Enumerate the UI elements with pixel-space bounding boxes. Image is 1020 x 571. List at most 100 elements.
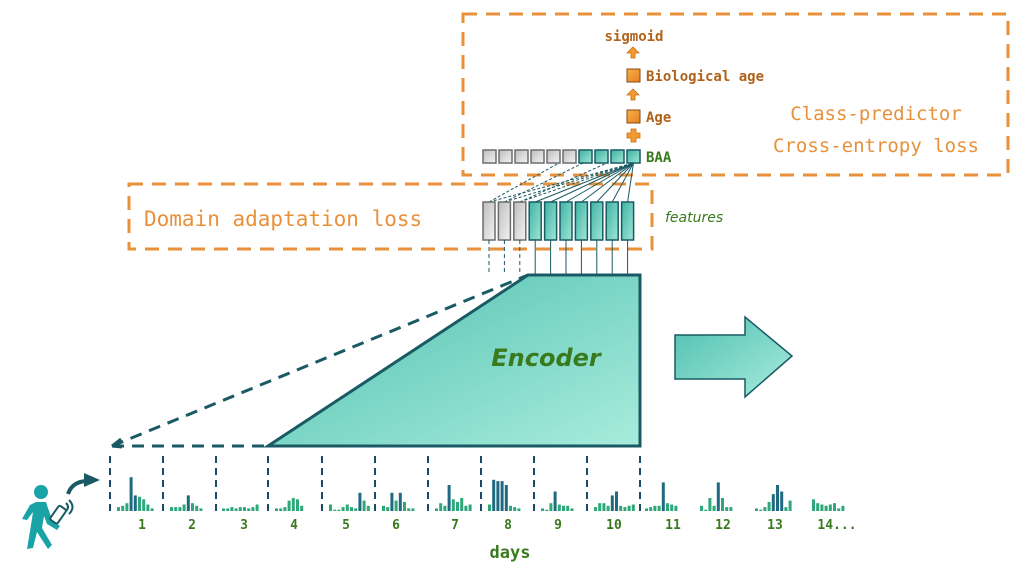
day-label: 9 bbox=[554, 518, 562, 533]
activity-bar bbox=[182, 504, 186, 511]
activity-bar bbox=[366, 505, 370, 511]
activity-bar bbox=[716, 482, 720, 511]
activity-bar bbox=[517, 508, 521, 511]
activity-bar bbox=[700, 505, 703, 511]
activity-bar bbox=[729, 507, 733, 511]
activity-bar bbox=[606, 505, 610, 511]
feature-connection-line bbox=[550, 162, 634, 203]
activity-bar bbox=[513, 507, 517, 511]
feature-connection-line bbox=[519, 162, 634, 203]
activity-bar bbox=[238, 507, 242, 511]
activity-bar bbox=[129, 477, 133, 511]
activity-bar bbox=[354, 508, 358, 511]
domain-adaptation-label: Domain adaptation loss bbox=[144, 207, 422, 231]
encoder-label: Encoder bbox=[491, 344, 603, 372]
activity-bar bbox=[337, 509, 341, 511]
activity-bar bbox=[496, 481, 500, 511]
feature-connection-line bbox=[627, 162, 634, 203]
activity-bar bbox=[619, 505, 623, 511]
class-predictor-box bbox=[461, 12, 1010, 177]
baa-cell-teal bbox=[626, 149, 641, 164]
activity-bar bbox=[837, 508, 841, 511]
biological-age-node bbox=[626, 68, 641, 83]
activity-bar bbox=[195, 505, 199, 511]
activity-bar bbox=[358, 492, 362, 511]
activity-bar bbox=[767, 501, 771, 511]
activity-bar bbox=[230, 507, 234, 511]
sigmoid-label: sigmoid bbox=[604, 29, 663, 45]
activity-bar bbox=[451, 499, 455, 511]
activity-bar bbox=[386, 507, 390, 511]
activity-bar bbox=[570, 508, 574, 511]
class-predictor-title: Class-predictor bbox=[790, 103, 962, 125]
day-label: 10 bbox=[606, 518, 622, 533]
activity-bar bbox=[623, 507, 627, 511]
activity-bar bbox=[602, 503, 606, 511]
baa-cell-gray bbox=[530, 149, 545, 164]
activity-bar bbox=[645, 508, 648, 511]
feature-connection-line bbox=[519, 162, 608, 203]
feature-connection-line bbox=[596, 162, 634, 203]
activity-bar bbox=[247, 508, 251, 511]
activity-bar bbox=[712, 505, 716, 511]
baa-cell-gray bbox=[562, 149, 577, 164]
baa-cell-gray bbox=[498, 149, 513, 164]
activity-bar bbox=[333, 509, 337, 511]
day-label: 6 bbox=[392, 518, 400, 533]
activity-bar bbox=[661, 482, 665, 511]
activity-bar bbox=[615, 491, 618, 511]
activity-bar bbox=[411, 508, 415, 511]
activity-bar bbox=[492, 479, 496, 511]
activity-bar bbox=[291, 498, 295, 511]
activity-bar bbox=[828, 504, 832, 511]
baa-cell-teal bbox=[594, 149, 609, 164]
activity-bar bbox=[287, 500, 291, 511]
activity-bar bbox=[251, 507, 255, 511]
activity-bar bbox=[234, 508, 238, 511]
feature-cell-teal bbox=[620, 201, 635, 241]
activity-bar bbox=[142, 499, 146, 511]
arrow-up-icon bbox=[626, 46, 640, 59]
activity-bar bbox=[199, 508, 203, 511]
activity-bar bbox=[566, 505, 570, 511]
activity-bar bbox=[146, 504, 150, 511]
activity-bar bbox=[816, 503, 820, 511]
activity-bar bbox=[300, 505, 304, 511]
activity-bar bbox=[350, 507, 353, 511]
baa-cell-teal bbox=[578, 149, 593, 164]
day-label: 2 bbox=[188, 518, 196, 533]
day-label: 4 bbox=[290, 518, 298, 533]
baa-cell-gray bbox=[482, 149, 497, 164]
feature-connection-line bbox=[488, 162, 560, 203]
feature-connection-line bbox=[611, 162, 634, 203]
activity-bar bbox=[279, 508, 283, 511]
activity-bar bbox=[841, 505, 845, 511]
activity-bar bbox=[704, 509, 708, 511]
age-node bbox=[626, 109, 641, 124]
activity-bar bbox=[820, 504, 824, 511]
activity-bar bbox=[666, 503, 669, 511]
feature-cell-teal bbox=[528, 201, 542, 241]
arrow-head-icon bbox=[111, 437, 123, 449]
activity-bar bbox=[456, 501, 459, 511]
activity-bar bbox=[833, 503, 836, 511]
activity-bar bbox=[557, 504, 561, 511]
feature-cell-gray bbox=[513, 201, 527, 241]
day-label: 8 bbox=[504, 518, 512, 533]
baa-cell-gray bbox=[514, 149, 529, 164]
feature-connection-line bbox=[565, 162, 634, 203]
activity-bar bbox=[174, 507, 178, 511]
feature-cell-teal bbox=[590, 201, 604, 241]
activity-bar bbox=[283, 507, 287, 511]
activity-bar bbox=[191, 503, 194, 511]
activity-bar bbox=[439, 503, 443, 511]
day-dividers bbox=[109, 456, 641, 512]
arrow-up-icon bbox=[626, 88, 640, 101]
activity-bar bbox=[435, 508, 438, 511]
activity-bar bbox=[725, 507, 729, 511]
day-label: 7 bbox=[451, 518, 459, 533]
activity-bar bbox=[345, 504, 349, 511]
feature-cell-teal bbox=[543, 201, 558, 241]
activity-bar bbox=[138, 496, 141, 511]
activity-bar bbox=[464, 505, 468, 511]
